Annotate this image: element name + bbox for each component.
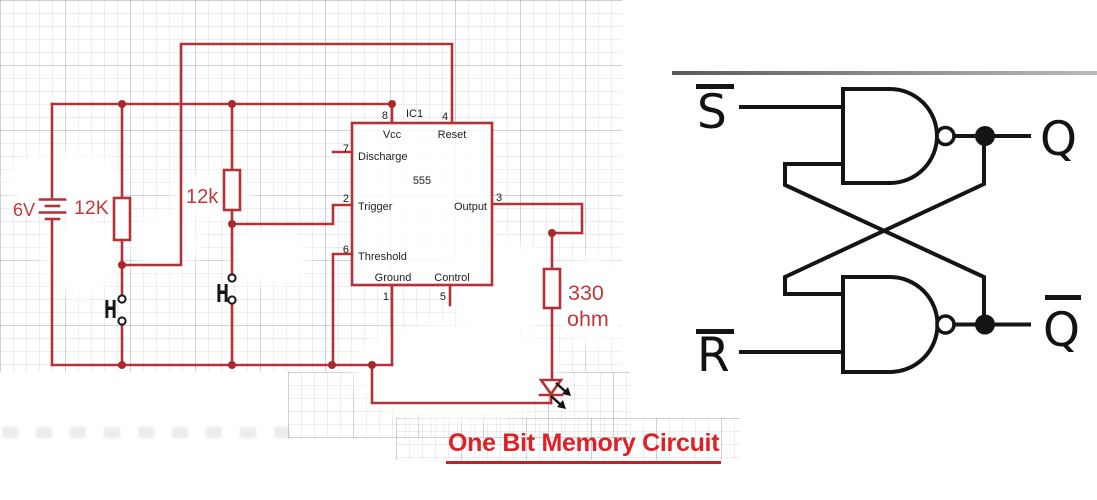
switch2-actuator-glyph: H xyxy=(216,279,229,308)
resistor-330 xyxy=(542,267,562,310)
pin-number-3: 3 xyxy=(496,192,502,204)
threshold-wire xyxy=(331,252,354,367)
battery-label: 6V xyxy=(13,200,35,220)
eraser-patch xyxy=(240,236,300,276)
pin-number-4: 4 xyxy=(442,111,448,123)
faded-artifacts-row xyxy=(2,427,290,438)
branch-resistor2-switch2 xyxy=(222,102,242,367)
switch2-contact-top xyxy=(227,273,237,283)
switch1-contact-top xyxy=(117,294,127,304)
switch1-actuator-glyph: H xyxy=(104,295,117,324)
led-emission-arrows xyxy=(550,382,571,409)
led xyxy=(538,378,564,397)
ic-555-labels: 8 Vcc IC1 4 Reset 7 Discharge 555 2 Trig… xyxy=(343,108,502,303)
pin-label-control: Control xyxy=(434,272,469,284)
pin-label-vcc: Vcc xyxy=(383,129,402,141)
s-input-label: S xyxy=(697,85,727,140)
s-overbar xyxy=(696,84,734,89)
qbar-output-label: Q xyxy=(1043,303,1080,358)
page-title: One Bit Memory Circuit xyxy=(446,429,722,464)
q-output-label: Q xyxy=(1040,112,1077,167)
ic-designator: IC1 xyxy=(406,108,423,120)
inversion-bubble-top xyxy=(935,125,956,147)
pin-number-2: 2 xyxy=(343,193,349,205)
separator-line xyxy=(672,71,1097,75)
inversion-bubble-bottom xyxy=(935,314,956,335)
cross-coupling-wire-q xyxy=(783,136,986,296)
resistor-12k-1 xyxy=(112,196,132,242)
resistor-330-label-unit: ohm xyxy=(567,307,609,331)
battery-6v xyxy=(38,102,67,367)
r-input-label: R xyxy=(697,328,730,383)
r-overbar xyxy=(696,329,734,334)
graph-paper-grid xyxy=(396,418,740,460)
eraser-patch xyxy=(50,228,110,286)
output-led-branch xyxy=(370,202,584,409)
led-return-wire xyxy=(370,363,553,405)
nand-gate-bottom xyxy=(841,275,940,374)
pin-label-reset: Reset xyxy=(438,129,467,141)
junction-dots xyxy=(118,100,556,369)
resistor-330-label-value: 330 xyxy=(568,281,604,305)
pin-number-8: 8 xyxy=(382,110,388,122)
nand-gate-top xyxy=(841,87,939,185)
switch1-contact-bottom xyxy=(117,316,127,326)
pin-number-6: 6 xyxy=(343,244,349,256)
pin-number-5: 5 xyxy=(440,291,446,303)
switch2-contact-bottom xyxy=(227,295,237,305)
cross-coupling-wire-qbar xyxy=(783,162,986,324)
sr-latch-diagram: S R Q Q xyxy=(672,71,1097,383)
eraser-patch xyxy=(140,222,192,262)
qbar-overbar xyxy=(1045,295,1081,300)
timer-555-circuit: H H 6V 12K 12k 330 ohm 8 Vcc IC1 4 Reset… xyxy=(13,42,609,409)
pin-label-output: Output xyxy=(454,201,487,213)
pin-label-threshold: Threshold xyxy=(358,251,407,263)
eraser-patch xyxy=(560,265,622,335)
pin-number-7: 7 xyxy=(343,143,349,155)
eraser-patch xyxy=(362,330,550,412)
resistor2-label: 12k xyxy=(186,186,219,208)
reset-wire xyxy=(120,42,454,267)
pin-number-1: 1 xyxy=(383,291,389,303)
resistor1-label: 12K xyxy=(74,197,109,219)
q-junction-dot xyxy=(975,126,995,146)
pin-label-discharge: Discharge xyxy=(358,151,408,163)
resistor-12k-2 xyxy=(222,168,242,212)
pin-label-trigger: Trigger xyxy=(358,201,393,213)
branch-resistor1-switch1 xyxy=(112,102,132,367)
ic-part-number: 555 xyxy=(413,175,431,187)
pin-label-ground: Ground xyxy=(375,272,412,284)
trigger-wire xyxy=(230,203,354,226)
qbar-junction-dot xyxy=(975,314,995,335)
